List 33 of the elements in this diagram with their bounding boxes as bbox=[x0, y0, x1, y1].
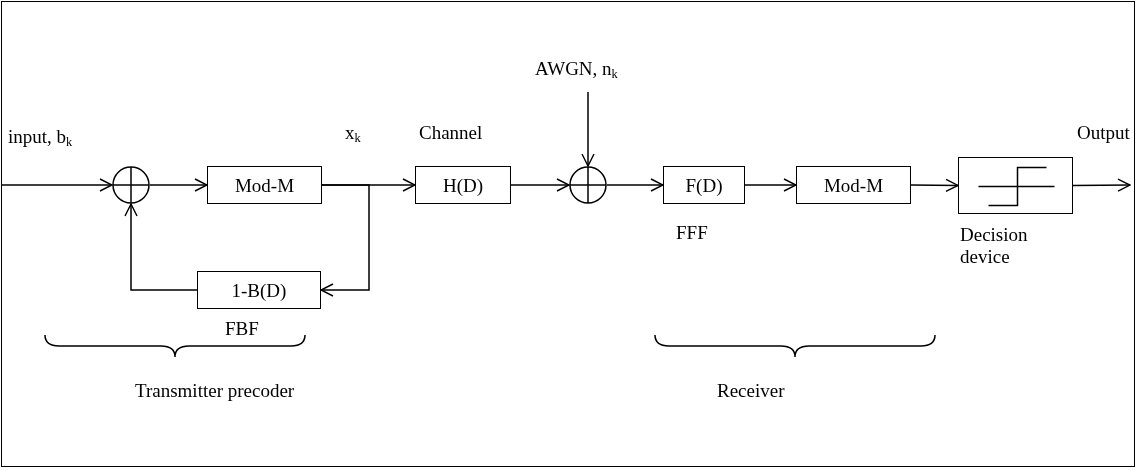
block-caption: FFF bbox=[676, 222, 708, 244]
block-label: H(D) bbox=[442, 175, 484, 195]
edge-label: x$_{k}$ bbox=[345, 122, 361, 146]
decision-device-box bbox=[958, 157, 1073, 214]
block-box bbox=[796, 166, 911, 204]
arrow bbox=[1, 178, 113, 192]
edge-label: input, b$_{k}$ bbox=[8, 126, 73, 150]
block-label: 1-B(D) bbox=[231, 280, 287, 300]
block-box bbox=[207, 166, 322, 204]
arrow bbox=[510, 178, 570, 192]
block-label: F(D) bbox=[685, 175, 723, 195]
summing-junction bbox=[569, 166, 607, 204]
group-label: Receiver bbox=[717, 380, 785, 402]
block-caption: Decision device bbox=[960, 224, 1029, 268]
block-caption: FBF bbox=[225, 318, 259, 340]
block-label: Mod-M bbox=[234, 175, 295, 195]
arrow bbox=[320, 184, 370, 297]
block-box bbox=[415, 166, 511, 204]
edge-label: AWGN, n$_{k}$ bbox=[535, 58, 618, 82]
arrow bbox=[124, 203, 198, 291]
arrow bbox=[910, 178, 959, 193]
arrow bbox=[581, 91, 595, 167]
block-caption: Channel bbox=[419, 122, 483, 144]
summing-junction bbox=[112, 166, 150, 204]
arrow bbox=[1072, 178, 1131, 192]
block-label: Mod-M bbox=[823, 175, 884, 195]
arrow bbox=[744, 178, 797, 192]
edge-label: Output bbox=[1077, 122, 1130, 144]
block-box bbox=[663, 166, 745, 204]
arrow bbox=[149, 178, 208, 192]
group-label: Transmitter precoder bbox=[135, 380, 295, 402]
arrow bbox=[606, 178, 664, 192]
block-box bbox=[197, 271, 321, 309]
